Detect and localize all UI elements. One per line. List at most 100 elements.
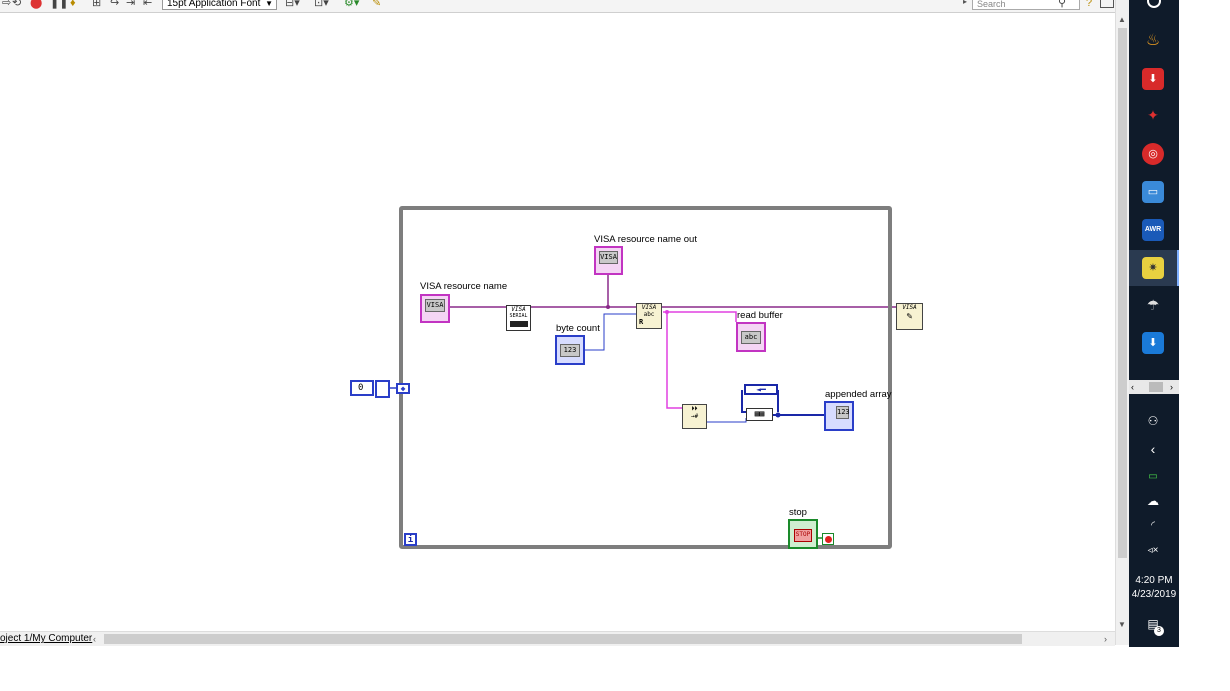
wire-junction: [606, 305, 610, 309]
loop-condition-terminal[interactable]: [822, 533, 834, 545]
byte-count-terminal[interactable]: 123: [555, 335, 585, 365]
taskbar-right-icon[interactable]: ›: [1170, 382, 1173, 392]
convert-arrow-icon: →#: [690, 413, 699, 420]
align-objects-icon[interactable]: ⊟▾: [285, 0, 300, 9]
run-arrow-icon[interactable]: ⇨: [2, 0, 12, 9]
retain-wire-values-icon[interactable]: ⊞: [92, 0, 102, 9]
appended-array-label: appended array: [825, 389, 892, 400]
people-icon[interactable]: ⚇: [1147, 414, 1159, 428]
numeric-wire: [585, 313, 636, 351]
app-red-tool-icon[interactable]: ✦: [1147, 107, 1159, 123]
download-app-icon[interactable]: ⬇: [1142, 68, 1164, 90]
search-input[interactable]: Search: [972, 0, 1080, 10]
shift-register-arrow-icon: ◆: [400, 384, 406, 393]
scroll-up-icon[interactable]: ▲: [1118, 15, 1126, 24]
visa-read-node[interactable]: VISA abc R: [636, 303, 662, 329]
stop-label: stop: [789, 507, 807, 518]
labview-app-icon[interactable]: ✷: [1142, 257, 1164, 279]
highlight-execution-icon[interactable]: ♦: [70, 0, 76, 9]
shift-register-left[interactable]: ◆: [396, 383, 410, 394]
notifications-icon[interactable]: ▤: [1147, 617, 1159, 631]
scroll-left-icon[interactable]: ‹: [93, 634, 96, 644]
battery-icon[interactable]: ▭: [1148, 471, 1158, 482]
cloud-sync-icon[interactable]: ☁: [1147, 494, 1159, 508]
app-target-icon[interactable]: ◎: [1142, 143, 1164, 165]
font-selector-label: 15pt Application Font: [167, 0, 261, 9]
visa-serial-visa-tag: VISA: [511, 306, 526, 313]
visa-close-node[interactable]: VISA ✎: [896, 303, 923, 330]
pause-icon[interactable]: ❚❚: [50, 0, 69, 9]
clock-time[interactable]: 4:20 PM: [1135, 575, 1173, 586]
loop-index-label: i: [407, 535, 414, 545]
app-window-icon[interactable]: ▭: [1142, 181, 1164, 203]
cortana-icon[interactable]: [1147, 0, 1161, 8]
taskbar-scroller[interactable]: ‹ ›: [1129, 380, 1179, 394]
serial-tag: SERIAL: [509, 313, 528, 319]
scan-string-icon: ⏵⏵: [691, 405, 698, 412]
visa-resource-name-label: VISA resource name: [420, 281, 508, 292]
loop-iteration-terminal[interactable]: i: [404, 533, 417, 546]
visa-resource-name-out-terminal[interactable]: VISA: [594, 246, 623, 275]
clock-date[interactable]: 4/23/2019: [1131, 589, 1177, 600]
wire-junction: [775, 412, 781, 418]
scroll-right-icon[interactable]: ›: [1104, 634, 1107, 644]
font-selector[interactable]: 15pt Application Font ▼: [162, 0, 277, 10]
search-expand-icon[interactable]: ▸: [963, 0, 968, 6]
horizontal-scrollbar[interactable]: oject 1/My Computer ‹ ›: [0, 631, 1115, 646]
reorder-icon[interactable]: ⚙▾: [344, 0, 360, 9]
visa-resource-name-terminal[interactable]: VISA: [420, 294, 450, 323]
visa-out-tag: VISA: [599, 251, 618, 264]
array-constant[interactable]: 0: [350, 380, 374, 396]
notification-count-badge: 3: [1154, 626, 1164, 636]
stop-terminal[interactable]: STOP: [788, 519, 818, 549]
stop-if-true-icon: [824, 536, 832, 543]
abort-icon[interactable]: ⬤: [30, 0, 43, 9]
horizontal-scroll-thumb[interactable]: [104, 634, 1022, 644]
visa-read-string-tag: abc: [643, 311, 655, 318]
string-tag: abc: [741, 331, 761, 344]
app-flame-icon[interactable]: ♨: [1145, 32, 1161, 49]
read-buffer-terminal[interactable]: abc: [736, 322, 766, 352]
visa-resource-name-out-label: VISA resource name out: [594, 234, 697, 245]
awr-app-icon[interactable]: AWR: [1142, 219, 1164, 241]
context-help-icon[interactable]: [1100, 0, 1114, 8]
step-over-icon[interactable]: ⇥: [126, 0, 136, 9]
downloads-icon[interactable]: ⬇: [1142, 332, 1164, 354]
read-buffer-label: read buffer: [737, 310, 783, 321]
visa-tag: VISA: [425, 299, 445, 312]
feedback-node[interactable]: ◄━: [744, 384, 778, 395]
while-loop-structure[interactable]: [399, 206, 892, 549]
taskbar-scroll-thumb[interactable]: [1149, 382, 1163, 392]
wire-layer: [390, 275, 896, 539]
scan-string-node[interactable]: ⏵⏵ →#: [682, 404, 707, 429]
app-umbrella-icon[interactable]: ☂: [1146, 297, 1160, 313]
wifi-icon[interactable]: ◜: [1151, 520, 1155, 531]
project-path[interactable]: oject 1/My Computer: [0, 633, 93, 644]
step-into-icon[interactable]: ↪: [110, 0, 120, 9]
visa-read-visa-tag: VISA: [641, 304, 657, 311]
volume-muted-icon[interactable]: ◃×: [1147, 545, 1159, 556]
scroll-down-icon[interactable]: ▼: [1118, 620, 1126, 629]
appended-array-terminal[interactable]: 123: [824, 401, 854, 431]
stop-button-tag: STOP: [794, 529, 812, 542]
vertical-scroll-thumb[interactable]: [1118, 28, 1127, 558]
cleanup-diagram-icon[interactable]: ✎: [372, 0, 382, 9]
array-init-value: 0: [358, 383, 364, 393]
search-icon[interactable]: ⚲: [1058, 0, 1067, 9]
vertical-scrollbar[interactable]: ▲ ▼: [1115, 0, 1130, 645]
string-wire: [666, 312, 682, 409]
run-continuously-icon[interactable]: ⟲: [12, 0, 22, 9]
array-numeric-tag: 123: [836, 406, 850, 419]
distribute-objects-icon[interactable]: ⊡▾: [314, 0, 329, 9]
build-array-node[interactable]: ▦▦: [746, 408, 773, 421]
step-out-icon[interactable]: ⇤: [143, 0, 153, 9]
byte-count-label: byte count: [556, 323, 600, 334]
chevron-down-icon: ▼: [265, 0, 273, 8]
show-hidden-icons-chevron-icon[interactable]: ‹: [1150, 441, 1156, 457]
help-icon[interactable]: ?: [1086, 0, 1093, 9]
build-array-icon: ▦▦: [754, 409, 765, 418]
string-wire: [663, 311, 737, 322]
visa-configure-serial-node[interactable]: VISA SERIAL: [506, 305, 531, 331]
taskbar-left-icon[interactable]: ‹: [1131, 382, 1134, 392]
array-element[interactable]: [375, 380, 390, 398]
